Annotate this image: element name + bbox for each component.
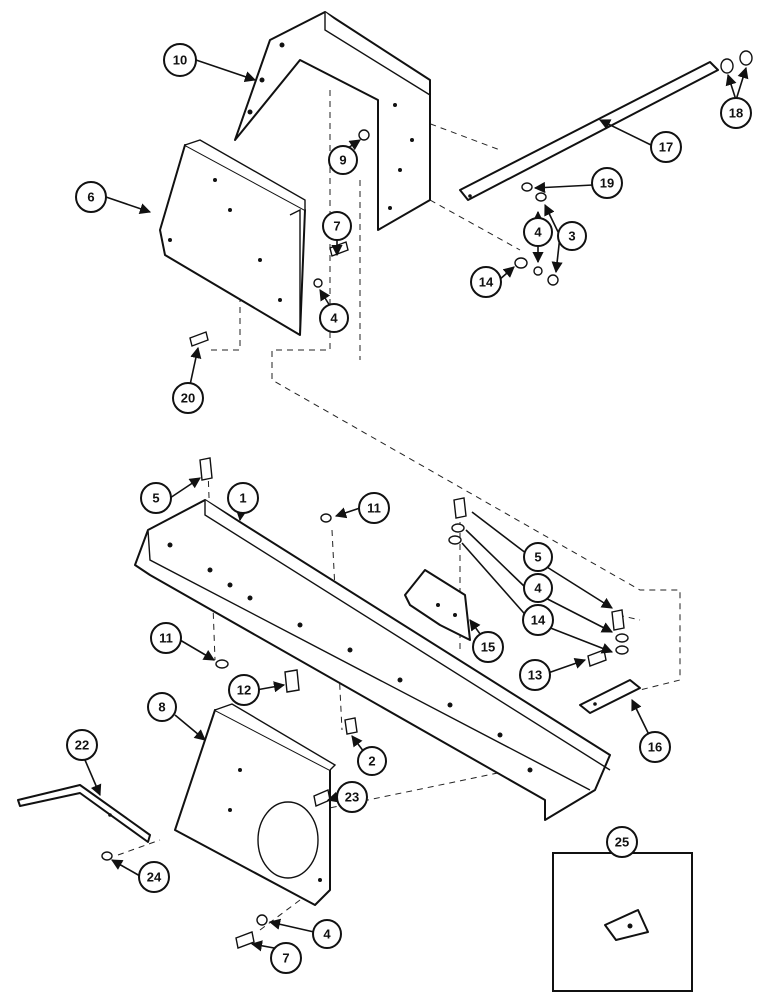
- callout-8: 8: [147, 692, 177, 722]
- svg-text:11: 11: [367, 501, 381, 516]
- callout-4-upper-right: 4: [523, 217, 553, 247]
- callout-18: 18: [720, 97, 752, 129]
- svg-text:19: 19: [600, 176, 614, 191]
- svg-text:14: 14: [479, 275, 494, 290]
- callout-22: 22: [66, 729, 98, 761]
- svg-text:7: 7: [282, 951, 289, 966]
- svg-text:4: 4: [330, 311, 338, 326]
- callout-7-lower: 7: [270, 942, 302, 974]
- svg-text:7: 7: [333, 219, 340, 234]
- callout-20: 20: [172, 382, 204, 414]
- part-8-plate: [174, 703, 337, 906]
- callouts: 10 6 9 7 4 20 18 17 19 3 4 14 5 1 11 5 4…: [66, 43, 752, 974]
- svg-text:4: 4: [534, 225, 542, 240]
- part-6-plate: [159, 139, 306, 336]
- svg-text:14: 14: [531, 613, 546, 628]
- callout-12: 12: [228, 674, 260, 706]
- svg-text:17: 17: [659, 140, 673, 155]
- callout-17: 17: [650, 131, 682, 163]
- callout-25: 25: [606, 826, 638, 858]
- callout-16: 16: [639, 731, 671, 763]
- callout-5-right: 5: [523, 542, 553, 572]
- callout-15: 15: [472, 631, 504, 663]
- upper-hardware: [189, 50, 753, 347]
- assembly-dash-lines: [117, 90, 681, 931]
- part-17-rod: [459, 61, 719, 201]
- part-10-cover: [234, 11, 431, 231]
- callout-19: 19: [591, 167, 623, 199]
- svg-text:2: 2: [368, 754, 375, 769]
- svg-text:13: 13: [528, 668, 542, 683]
- svg-text:4: 4: [323, 927, 331, 942]
- part-1-beam: [134, 499, 611, 821]
- callout-3: 3: [557, 221, 587, 251]
- callout-9: 9: [328, 145, 358, 175]
- callout-11-lower: 11: [150, 622, 182, 654]
- callout-5-left: 5: [140, 482, 172, 514]
- svg-text:16: 16: [648, 740, 662, 755]
- svg-text:8: 8: [158, 700, 165, 715]
- lower-hardware: [101, 457, 629, 949]
- svg-text:12: 12: [237, 683, 251, 698]
- callout-4-upper-left: 4: [319, 303, 349, 333]
- svg-text:3: 3: [568, 229, 575, 244]
- callout-23: 23: [336, 781, 368, 813]
- callout-13: 13: [519, 659, 551, 691]
- svg-text:23: 23: [345, 790, 359, 805]
- callout-6: 6: [75, 181, 107, 213]
- part-15-bracket: [404, 569, 471, 641]
- part-16-strap: [579, 679, 641, 714]
- callout-1: 1: [227, 482, 259, 514]
- callout-2: 2: [357, 746, 387, 776]
- callout-14-lower: 14: [522, 604, 554, 636]
- part-22-handle: [17, 784, 151, 843]
- callout-4-lower: 4: [312, 919, 342, 949]
- svg-text:4: 4: [534, 581, 542, 596]
- svg-text:9: 9: [339, 153, 346, 168]
- svg-text:25: 25: [615, 835, 629, 850]
- part-25-kit-box: [552, 852, 693, 992]
- svg-text:11: 11: [159, 631, 173, 646]
- svg-text:18: 18: [729, 106, 743, 121]
- callout-11-upper: 11: [358, 492, 390, 524]
- svg-text:20: 20: [181, 391, 195, 406]
- svg-text:22: 22: [75, 738, 89, 753]
- svg-text:6: 6: [87, 190, 94, 205]
- callout-4-right: 4: [523, 573, 553, 603]
- svg-text:5: 5: [152, 491, 159, 506]
- callout-7-upper: 7: [322, 211, 352, 241]
- svg-text:5: 5: [534, 550, 541, 565]
- svg-text:24: 24: [147, 870, 162, 885]
- callout-24: 24: [138, 861, 170, 893]
- svg-text:10: 10: [173, 53, 187, 68]
- svg-text:1: 1: [239, 491, 246, 506]
- svg-text:15: 15: [481, 640, 495, 655]
- callout-10: 10: [163, 43, 197, 77]
- callout-14-upper: 14: [470, 266, 502, 298]
